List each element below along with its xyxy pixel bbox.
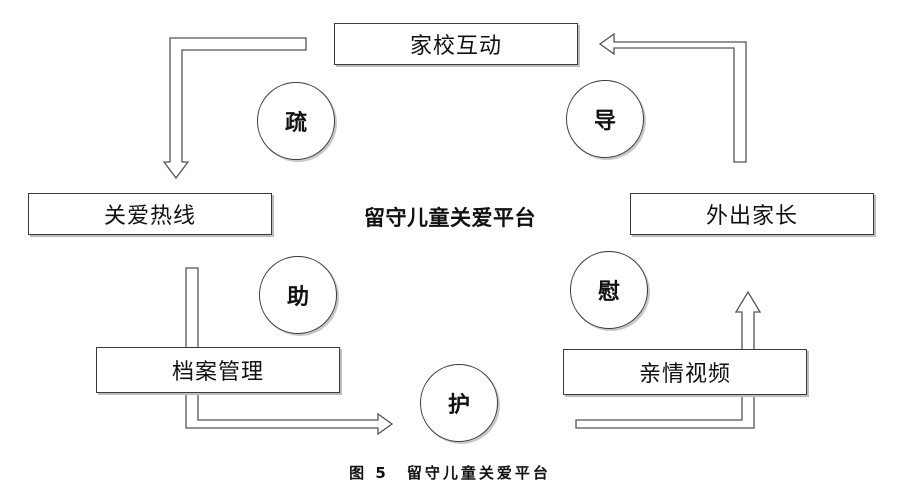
- arrow-right-to-top: [598, 32, 747, 163]
- center-platform-label: 留守儿童关爱平台: [364, 205, 536, 230]
- box-migrant-parents: 外出家长: [630, 193, 874, 235]
- box-records-management: 档案管理: [96, 347, 340, 393]
- box-care-hotline: 关爱热线: [28, 193, 272, 235]
- arrow-left-to-protect: [185, 267, 394, 436]
- arrow-top-to-left: [162, 37, 307, 180]
- circle-wei: 慰: [570, 251, 648, 329]
- circle-dao: 导: [566, 80, 644, 158]
- figure-caption: 图 5 留守儿童关爱平台: [349, 463, 551, 482]
- box-home-school-interaction: 家校互动: [334, 23, 578, 65]
- circle-hu: 护: [420, 364, 498, 442]
- circle-shu: 疏: [257, 82, 335, 160]
- box-family-video: 亲情视频: [563, 349, 807, 395]
- circle-zhu: 助: [259, 256, 337, 334]
